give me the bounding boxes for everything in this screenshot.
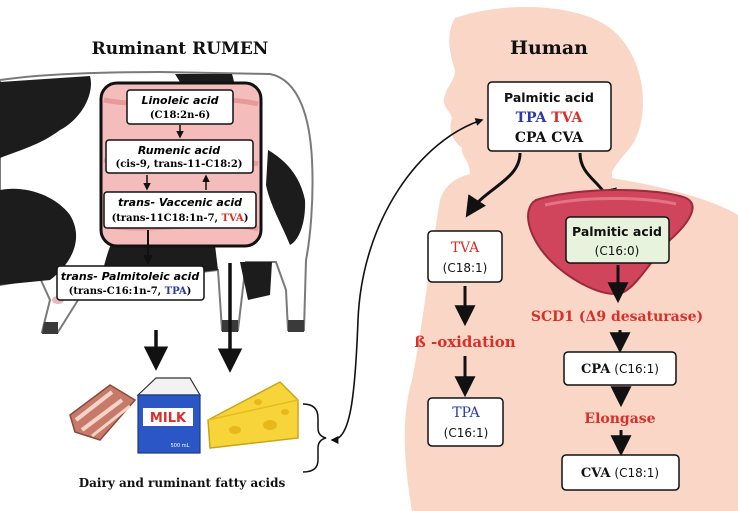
rumen-heading: Ruminant RUMEN	[92, 39, 269, 59]
top-cva: CVA	[551, 130, 584, 146]
cva-name: CVA	[581, 466, 611, 481]
cva-formula: (C18:1)	[614, 466, 659, 480]
curly-brace	[302, 403, 327, 473]
liver-palmitic-name: Palmitic acid	[572, 224, 662, 239]
linoleic-name: Linoleic acid	[141, 94, 218, 107]
tva-formula: (C18:1)	[443, 261, 488, 275]
arrow-top-to-tva	[465, 152, 522, 218]
palmitic-top-box: Palmitic acid TPA TVA CPA CVA	[487, 81, 612, 152]
tpa-box: TPA (C16:1)	[427, 397, 504, 447]
milk-volume: 500 mL	[171, 443, 190, 449]
tpa-name: TPA	[452, 405, 480, 421]
tpa-formula: (C16:1)	[444, 426, 489, 440]
liver-palmitic-box: Palmitic acid (C16:0)	[565, 216, 670, 264]
tva-name: TVA	[451, 240, 480, 256]
human-heading: Human	[510, 37, 588, 59]
linoleic-box: Linoleic acid (C18:2n-6)	[126, 89, 234, 125]
arrow-food-to-human	[330, 118, 484, 444]
cheese-icon	[207, 381, 299, 449]
cpa-name: CPA	[581, 362, 611, 377]
top-cpa: CPA	[515, 130, 548, 146]
cva-box: CVA(C18:1)	[561, 454, 680, 491]
vaccenic-name: trans- Vaccenic acid	[118, 196, 242, 209]
food-caption: Dairy and ruminant fatty acids	[79, 476, 286, 490]
top-tpa: TPA	[516, 110, 548, 126]
palmitoleic-box: trans- Palmitoleic acid (trans-C16:1n-7,…	[56, 265, 205, 301]
rumenic-formula: (cis-9, trans-11-C18:2)	[115, 159, 242, 170]
meat-icon	[69, 384, 137, 441]
top-tva: TVA	[551, 110, 583, 126]
svg-text:TPA TVA: TPA TVA	[516, 110, 584, 126]
svg-text:CVA(C18:1): CVA(C18:1)	[581, 466, 659, 481]
rumenic-box: Rumenic acid (cis-9, trans-11-C18:2)	[105, 139, 254, 174]
cpa-formula: (C16:1)	[614, 362, 659, 376]
tva-box: TVA (C18:1)	[427, 230, 503, 283]
elongase-label: Elongase	[584, 411, 655, 427]
palmitoleic-formula: (trans-C16:1n-7, TPA)	[69, 286, 192, 297]
linoleic-formula: (C18:2n-6)	[150, 110, 210, 121]
top-palmitic-title: Palmitic acid	[504, 90, 594, 105]
palmitoleic-name: trans- Palmitoleic acid	[61, 270, 200, 283]
svg-text:CPA CVA: CPA CVA	[515, 130, 584, 146]
scd1-label: SCD1 (Δ9 desaturase)	[531, 309, 703, 325]
rumenic-name: Rumenic acid	[138, 144, 220, 157]
vaccenic-formula: (trans-11C18:1n-7, TVA)	[112, 213, 249, 224]
milk-label: MILK	[150, 411, 187, 426]
vaccenic-box: trans- Vaccenic acid (trans-11C18:1n-7, …	[103, 191, 257, 229]
cpa-box: CPA(C16:1)	[563, 351, 677, 386]
liver-palmitic-formula: (C16:0)	[595, 244, 640, 258]
milk-carton-icon: MILK 500 mL	[136, 377, 202, 454]
beta-oxidation-label: ß -oxidation	[414, 333, 515, 351]
svg-text:CPA(C16:1): CPA(C16:1)	[581, 362, 659, 377]
